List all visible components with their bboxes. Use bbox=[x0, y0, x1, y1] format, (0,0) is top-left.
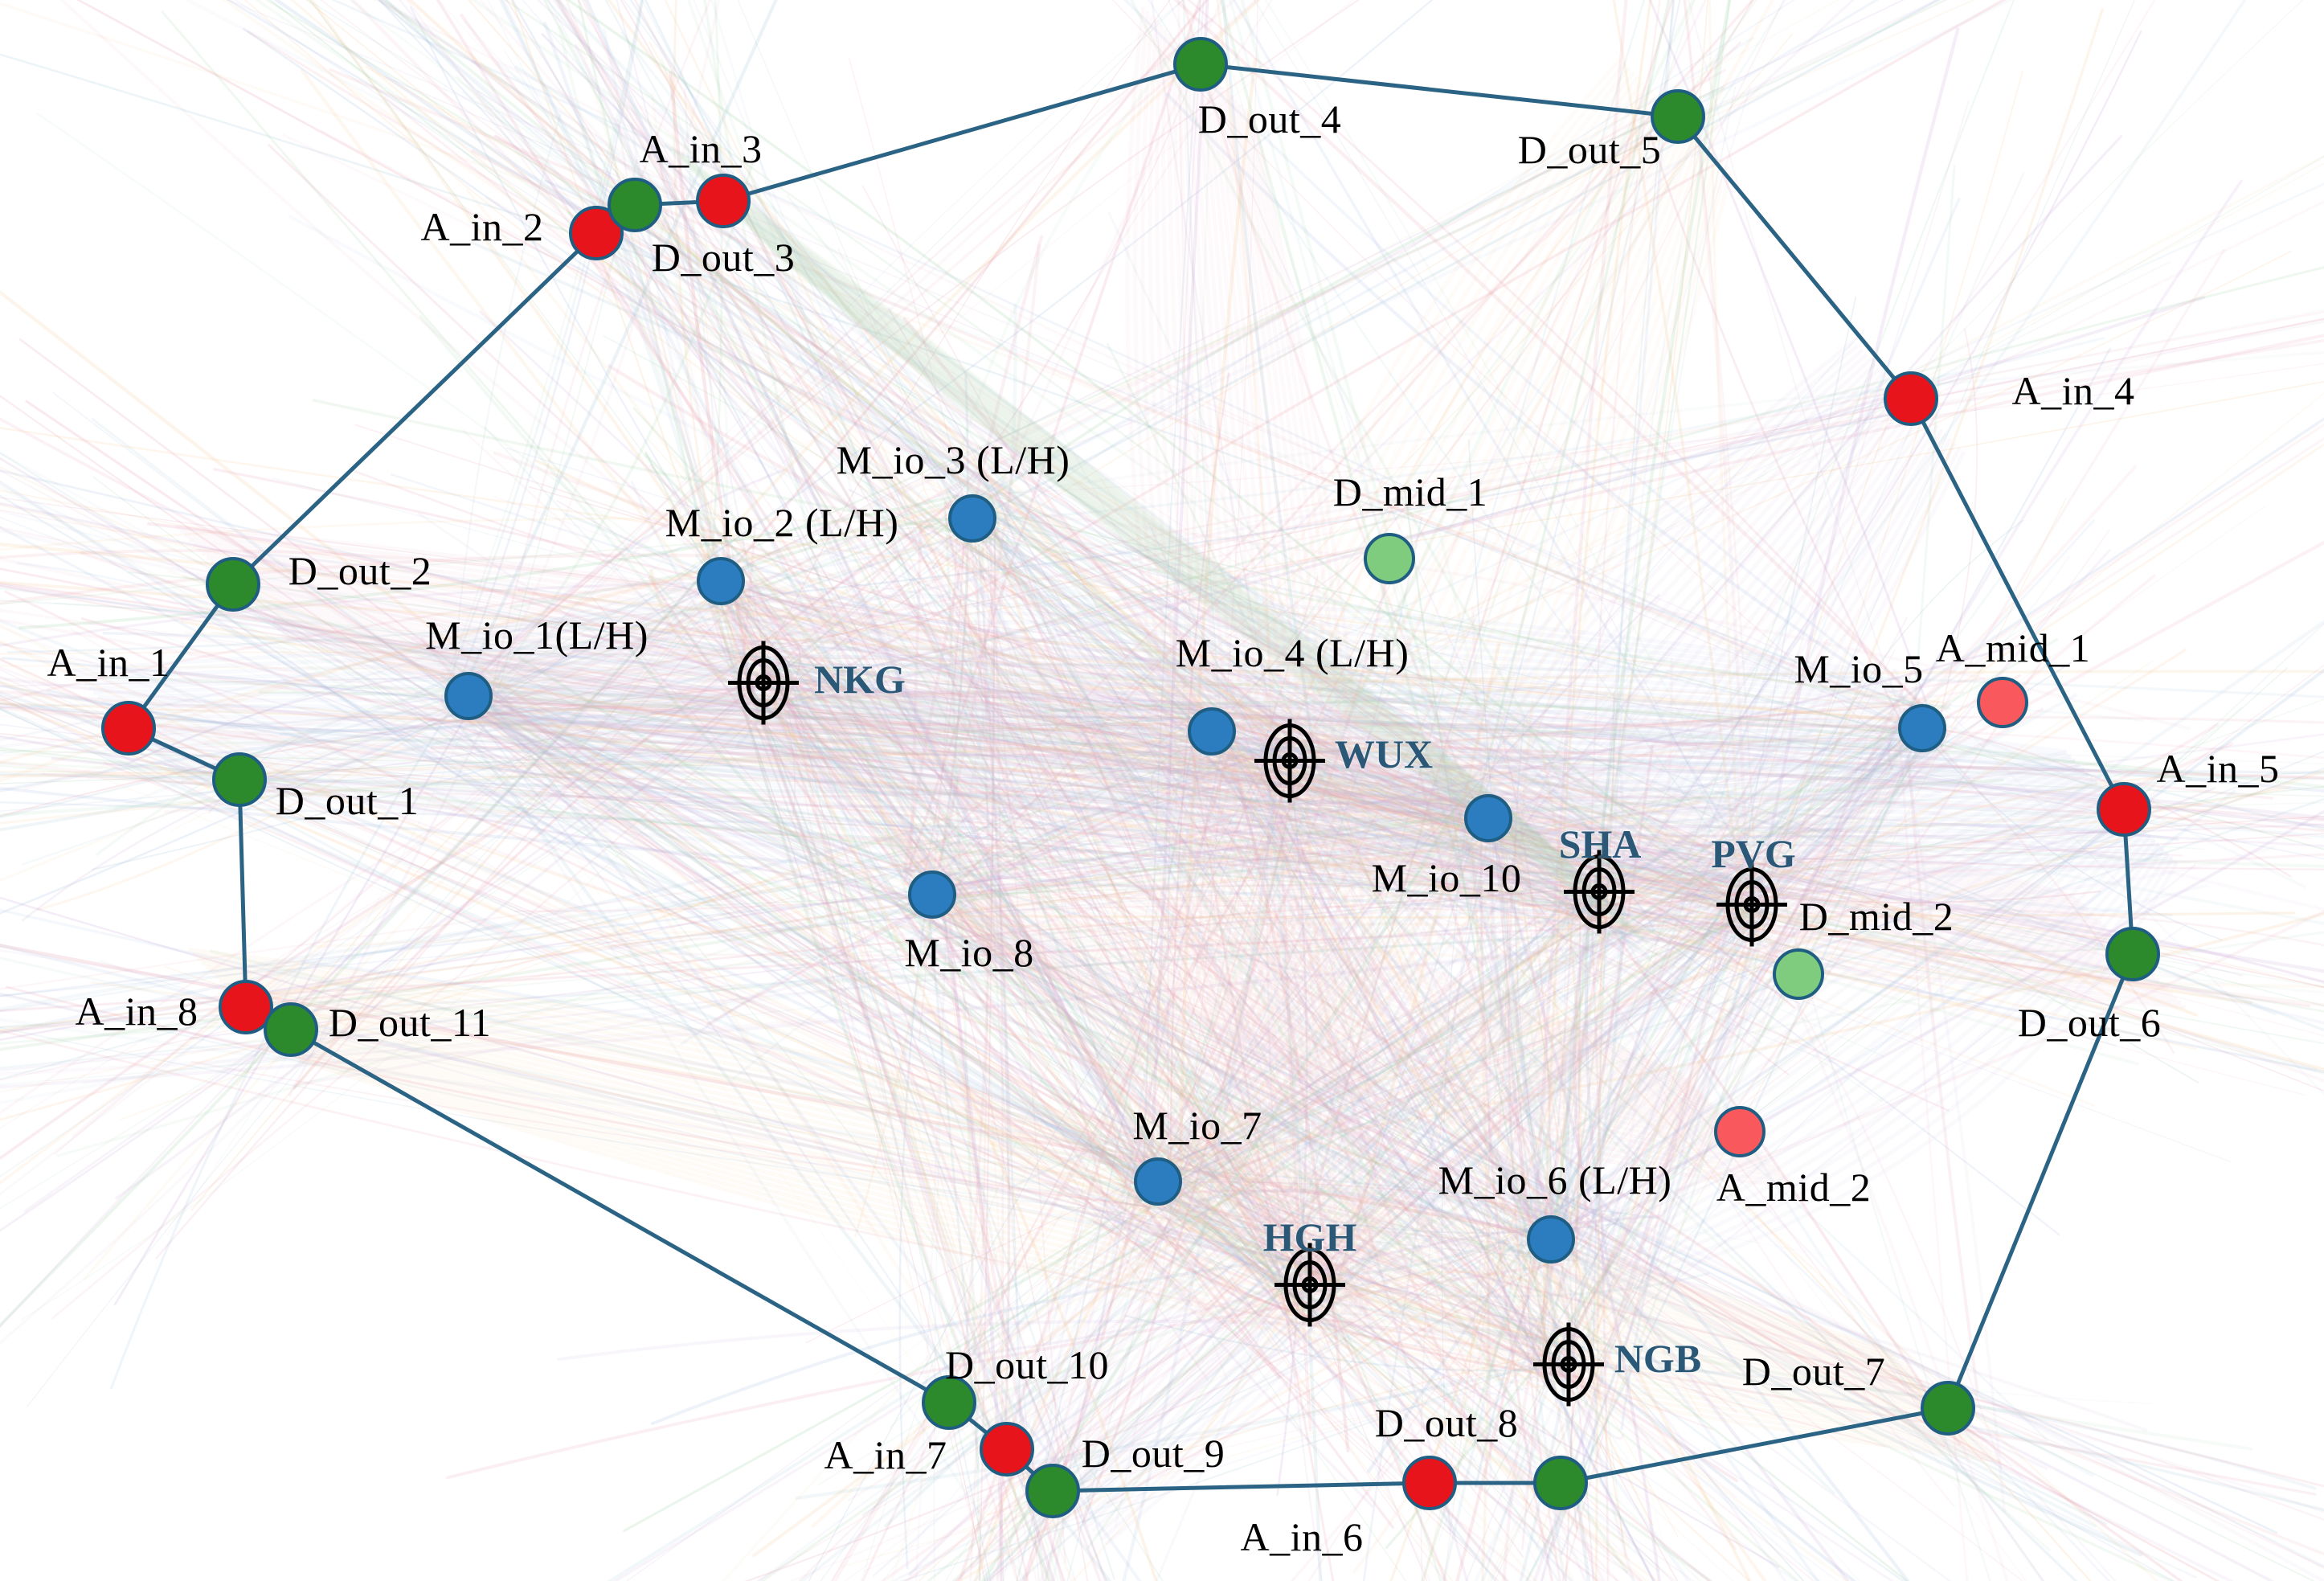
node-a-mid-2[interactable] bbox=[1714, 1106, 1766, 1157]
node-label-a-in-3: A_in_3 bbox=[639, 126, 763, 171]
node-d-mid-2[interactable] bbox=[1773, 948, 1824, 1000]
node-label-a-in-6: A_in_6 bbox=[1240, 1514, 1364, 1559]
airport-label-sha: SHA bbox=[1558, 821, 1642, 866]
node-label-d-out-11: D_out_11 bbox=[328, 1000, 492, 1045]
node-m-io-8[interactable] bbox=[908, 870, 956, 919]
node-d-out-1[interactable] bbox=[212, 752, 267, 807]
airport-crosshair-icon[interactable] bbox=[726, 638, 800, 732]
airport-label-wux: WUX bbox=[1334, 731, 1434, 776]
node-d-out-11[interactable] bbox=[264, 1002, 318, 1057]
node-label-a-in-7: A_in_7 bbox=[824, 1432, 947, 1477]
node-label-d-out-1: D_out_1 bbox=[275, 778, 419, 823]
node-label-m-io-7: M_io_7 bbox=[1132, 1103, 1262, 1148]
node-label-d-out-9: D_out_9 bbox=[1081, 1431, 1225, 1476]
node-label-a-in-4: A_in_4 bbox=[2011, 368, 2135, 413]
node-a-in-2[interactable] bbox=[569, 206, 624, 260]
node-m-io-6[interactable] bbox=[1527, 1215, 1575, 1264]
node-label-d-out-2: D_out_2 bbox=[288, 548, 432, 593]
node-a-mid-1[interactable] bbox=[1977, 677, 2028, 728]
node-label-m-io-1: M_io_1(L/H) bbox=[425, 612, 649, 657]
node-label-m-io-4: M_io_4 (L/H) bbox=[1175, 630, 1410, 675]
node-label-m-io-3: M_io_3 (L/H) bbox=[836, 437, 1070, 482]
node-a-in-4[interactable] bbox=[1884, 371, 1938, 426]
node-d-out-5[interactable] bbox=[1651, 89, 1705, 144]
node-d-out-7[interactable] bbox=[1921, 1381, 1975, 1436]
node-a-in-3[interactable] bbox=[696, 174, 751, 228]
node-label-d-out-3: D_out_3 bbox=[651, 235, 796, 280]
node-d-out-6[interactable] bbox=[2105, 927, 2160, 981]
node-label-m-io-8: M_io_8 bbox=[904, 930, 1034, 975]
airport-crosshair-icon[interactable] bbox=[1273, 1240, 1347, 1334]
node-a-in-5[interactable] bbox=[2097, 782, 2151, 837]
node-label-a-in-1: A_in_1 bbox=[47, 640, 170, 685]
node-d-out-10[interactable] bbox=[922, 1375, 976, 1430]
node-label-d-out-4: D_out_4 bbox=[1197, 96, 1342, 141]
node-label-a-mid-2: A_mid_2 bbox=[1716, 1165, 1872, 1210]
node-label-d-out-7: D_out_7 bbox=[1741, 1349, 1886, 1394]
node-m-io-3[interactable] bbox=[948, 494, 996, 543]
node-label-a-in-2: A_in_2 bbox=[420, 204, 544, 249]
airport-crosshair-icon[interactable] bbox=[1715, 860, 1789, 954]
node-m-io-10[interactable] bbox=[1464, 794, 1512, 842]
node-label-m-io-10: M_io_10 bbox=[1371, 855, 1522, 900]
node-label-d-out-10: D_out_10 bbox=[945, 1342, 1109, 1387]
airport-label-ngb: NGB bbox=[1614, 1336, 1702, 1381]
node-label-d-out-8: D_out_8 bbox=[1374, 1400, 1519, 1445]
node-m-io-4[interactable] bbox=[1188, 707, 1236, 756]
node-d-out-4[interactable] bbox=[1173, 37, 1228, 92]
airport-label-hgh: HGH bbox=[1262, 1214, 1357, 1259]
node-m-io-1[interactable] bbox=[444, 672, 493, 720]
node-d-out-8[interactable] bbox=[1533, 1456, 1588, 1510]
node-d-mid-1[interactable] bbox=[1364, 533, 1415, 584]
node-a-in-6[interactable] bbox=[1402, 1456, 1457, 1510]
node-label-d-out-5: D_out_5 bbox=[1517, 127, 1662, 172]
airport-crosshair-icon[interactable] bbox=[1253, 716, 1327, 810]
node-label-d-mid-2: D_mid_2 bbox=[1798, 894, 1954, 939]
node-a-in-7[interactable] bbox=[980, 1422, 1034, 1477]
node-d-out-2[interactable] bbox=[206, 557, 260, 612]
airport-label-nkg: NKG bbox=[814, 657, 906, 702]
node-label-a-in-5: A_in_5 bbox=[2156, 746, 2280, 791]
node-d-out-9[interactable] bbox=[1025, 1464, 1080, 1518]
node-label-d-mid-1: D_mid_1 bbox=[1332, 469, 1488, 514]
airport-label-pvg: PVG bbox=[1711, 831, 1796, 876]
node-label-m-io-2: M_io_2 (L/H) bbox=[665, 500, 899, 545]
node-label-a-mid-1: A_mid_1 bbox=[1935, 625, 2091, 670]
node-label-m-io-6: M_io_6 (L/H) bbox=[1438, 1157, 1672, 1202]
node-m-io-2[interactable] bbox=[697, 557, 745, 605]
node-m-io-5[interactable] bbox=[1898, 704, 1946, 752]
airport-crosshair-icon[interactable] bbox=[1532, 1320, 1606, 1414]
node-a-in-1[interactable] bbox=[101, 701, 156, 756]
airport-crosshair-icon[interactable] bbox=[1562, 847, 1636, 941]
node-m-io-7[interactable] bbox=[1134, 1157, 1182, 1206]
node-label-m-io-5: M_io_5 bbox=[1794, 646, 1924, 691]
node-d-out-3[interactable] bbox=[608, 178, 662, 232]
node-label-a-in-8: A_in_8 bbox=[75, 989, 198, 1034]
node-label-d-out-6: D_out_6 bbox=[2017, 1000, 2162, 1045]
